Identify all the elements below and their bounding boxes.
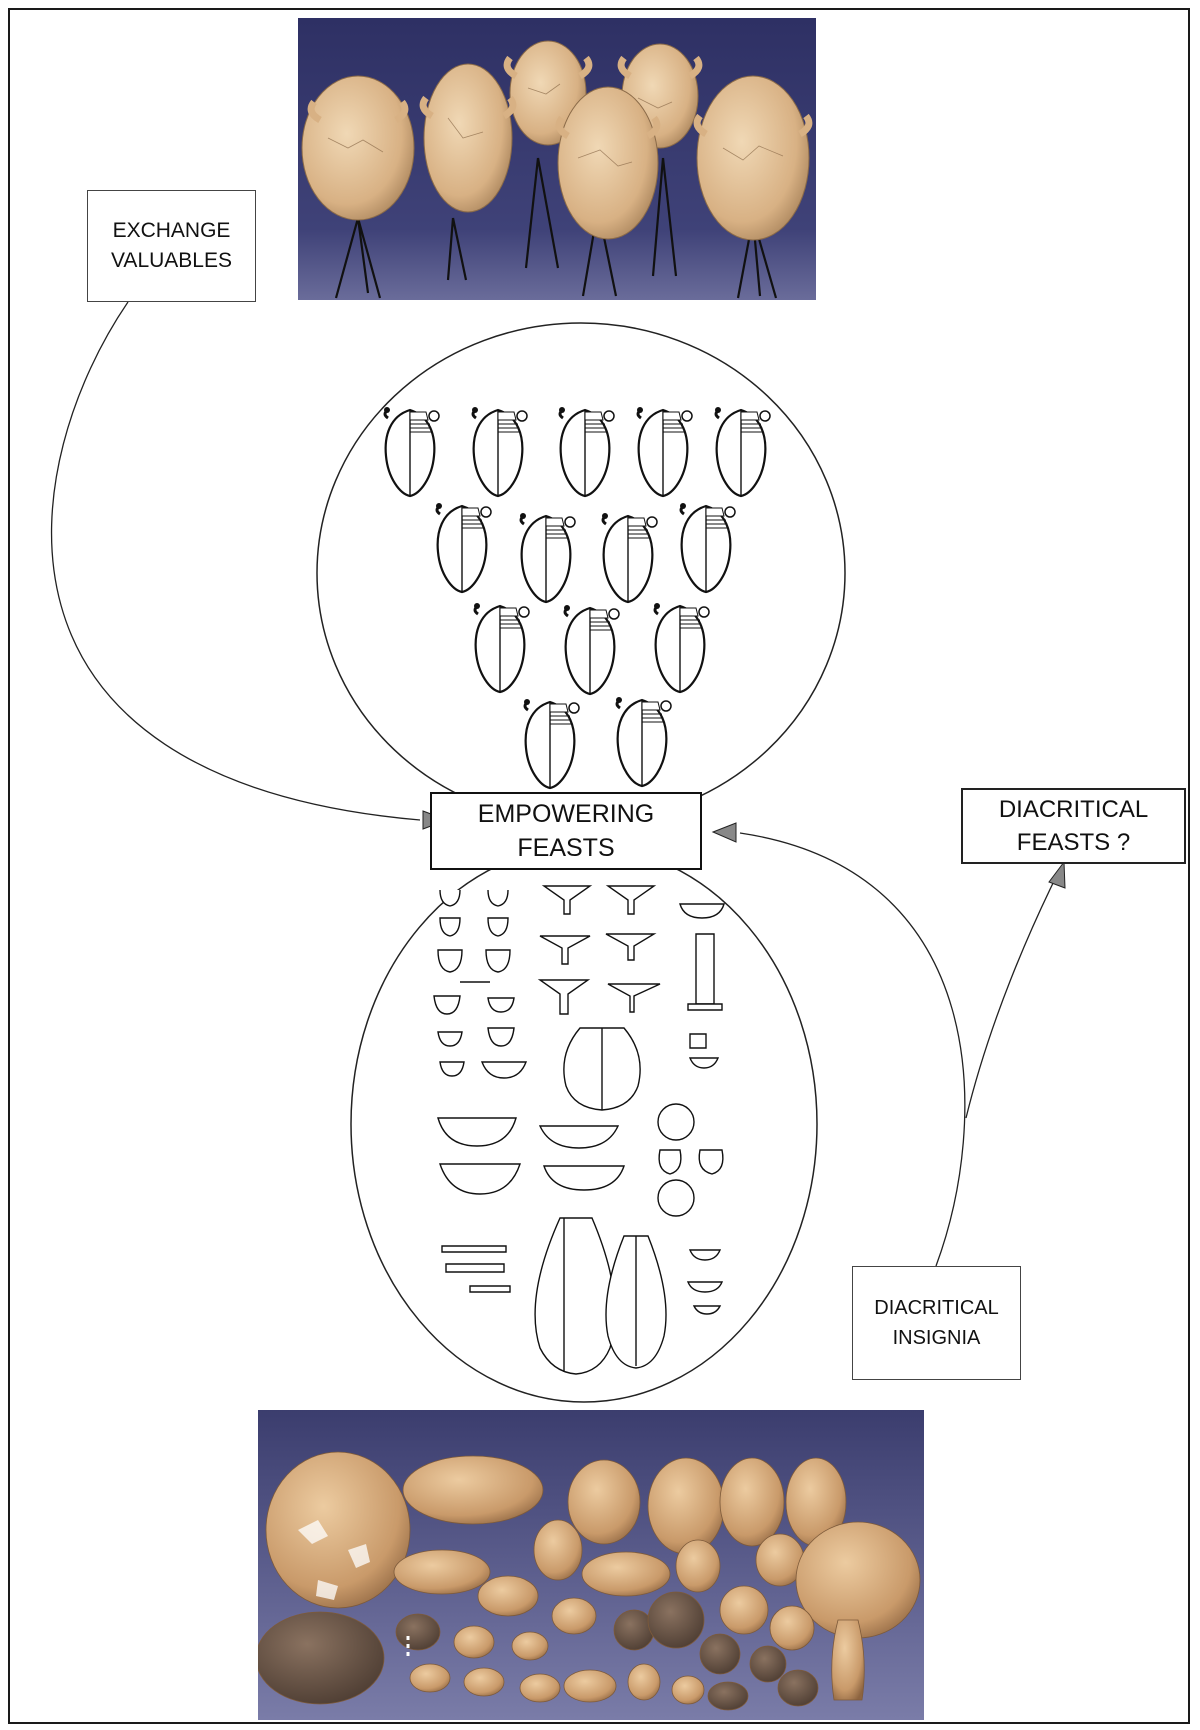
diacritical-insignia-box: DIACRITICAL INSIGNIA bbox=[852, 1266, 1021, 1380]
arrow-to-diacritical-feasts bbox=[965, 876, 1057, 1119]
vessel-drawings bbox=[433, 885, 725, 1375]
arrowhead-icon bbox=[711, 822, 737, 843]
diacritical-insignia-label: DIACRITICAL INSIGNIA bbox=[874, 1297, 999, 1349]
arrow-exchange-to-empowering bbox=[50, 301, 421, 821]
empowering-feasts-box: EMPOWERING FEASTS bbox=[430, 792, 702, 870]
storage-jars-photo bbox=[298, 18, 816, 300]
arrowhead-icon bbox=[1048, 860, 1066, 889]
arrow-insignia-to-empowering bbox=[739, 832, 966, 1267]
diacritical-feasts-box: DIACRITICAL FEASTS ? bbox=[961, 788, 1186, 864]
empowering-feasts-label: EMPOWERING FEASTS bbox=[477, 800, 655, 862]
exchange-valuables-label: EXCHANGE VALUABLES bbox=[110, 219, 232, 272]
exchange-valuables-box: EXCHANGE VALUABLES bbox=[87, 190, 256, 302]
pottery-assemblage-photo bbox=[258, 1410, 924, 1720]
figure-frame bbox=[8, 8, 1190, 1724]
upper-jar-ellipse bbox=[316, 322, 846, 824]
diacritical-feasts-label: DIACRITICAL FEASTS ? bbox=[998, 796, 1149, 856]
jar-drawing-icon bbox=[382, 405, 771, 790]
